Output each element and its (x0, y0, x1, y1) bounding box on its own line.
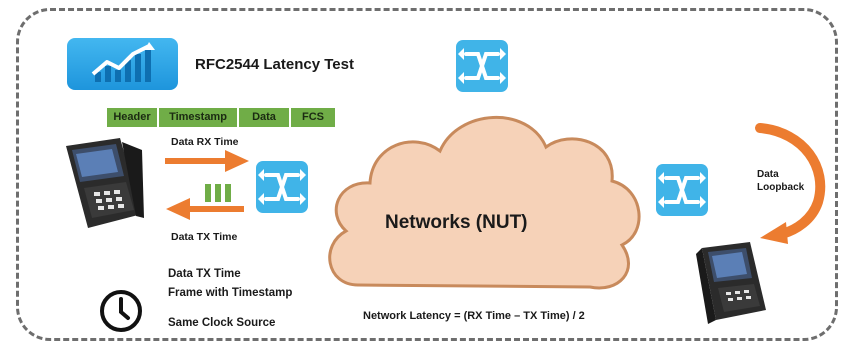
handheld-tester-icon (692, 240, 772, 333)
handheld-tester-icon (60, 136, 150, 241)
frame-bars-icon (205, 184, 235, 207)
loopback-arrow (742, 120, 832, 250)
frame-fields: Header Timestamp Data FCS (107, 108, 335, 127)
page-title: RFC2544 Latency Test (195, 56, 354, 73)
field-timestamp: Timestamp (159, 108, 237, 127)
data-tx-time-label: Data TX Time (171, 231, 238, 243)
network-switch-icon (256, 161, 308, 213)
clock-source-label: Same Clock Source (168, 317, 276, 329)
trend-chart-icon (67, 38, 178, 90)
tx-arrow (166, 198, 246, 225)
field-data: Data (239, 108, 289, 127)
dashed-boundary (16, 8, 838, 341)
note-line-1: Data TX Time (168, 268, 241, 280)
field-header: Header (107, 108, 157, 127)
loopback-label-2: Loopback (757, 182, 805, 193)
data-rx-time-label: Data RX Time (171, 136, 239, 148)
field-fcs: FCS (291, 108, 335, 127)
cloud-label: Networks (NUT) (385, 212, 528, 233)
loopback-label-1: Data (757, 169, 779, 180)
rx-arrow (165, 150, 250, 177)
latency-formula: Network Latency = (RX Time – TX Time) / … (363, 310, 585, 322)
clock-icon (98, 288, 144, 339)
note-line-2: Frame with Timestamp (168, 287, 293, 299)
network-cloud (318, 95, 648, 305)
network-switch-icon (456, 40, 508, 92)
network-switch-icon (656, 164, 708, 216)
